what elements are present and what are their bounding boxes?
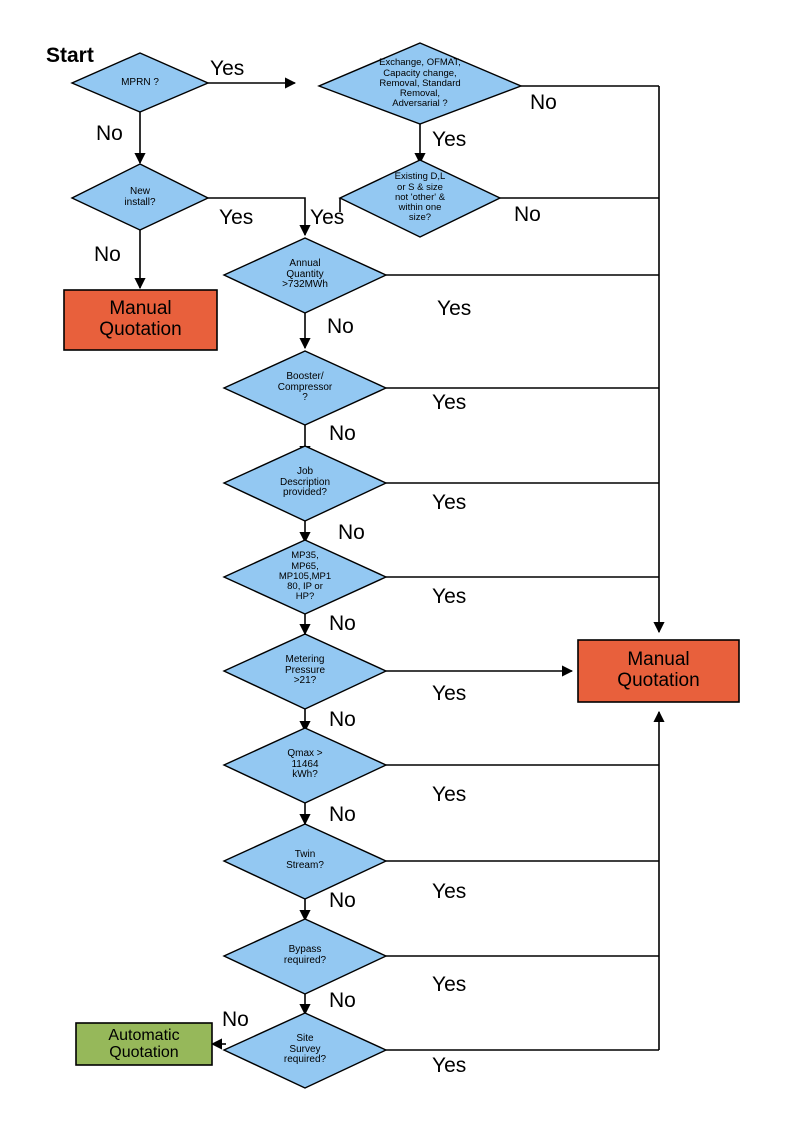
- connectors: [134, 77, 665, 1051]
- edge-label-twin-yes: Yes: [432, 880, 467, 903]
- shape-metering[interactable]: [222, 633, 388, 710]
- terminal-shapes: [63, 289, 740, 1066]
- edge-label-bypass-no: No: [329, 989, 356, 1012]
- edge-label-qmax-yes: Yes: [432, 783, 467, 806]
- shape-new-install[interactable]: [70, 163, 210, 231]
- shape-mprn[interactable]: [70, 52, 210, 113]
- decision-shapes: [70, 42, 523, 1089]
- shape-qmax[interactable]: [222, 727, 388, 804]
- edge-label-annual-yes: Yes: [437, 297, 472, 320]
- edge-label-booster-no: No: [329, 422, 356, 445]
- edge-label-annual-no: No: [327, 315, 354, 338]
- edge-label-newinstall-yes: Yes: [219, 206, 254, 229]
- edge-label-jobdesc-no: No: [338, 521, 365, 544]
- shape-annual[interactable]: [222, 237, 388, 314]
- edge-label-exchange-no: No: [530, 91, 557, 114]
- edge-label-booster-yes: Yes: [432, 391, 467, 414]
- edge-label-sitesurvey-no: No: [222, 1008, 249, 1031]
- edge-label-mprn-yes: Yes: [210, 57, 245, 80]
- edge-label-existing-yes: Yes: [310, 206, 345, 229]
- edge-label-sitesurvey-yes: Yes: [432, 1054, 467, 1077]
- shape-jobdesc[interactable]: [222, 445, 388, 522]
- edge-label-bypass-yes: Yes: [432, 973, 467, 996]
- edge-label-exchange-yes: Yes: [432, 128, 467, 151]
- edge-label-newinstall-no: No: [94, 243, 121, 266]
- edge-label-twin-no: No: [329, 889, 356, 912]
- edge-label-metering-yes: Yes: [432, 682, 467, 705]
- edge-label-mpclass-no: No: [329, 612, 356, 635]
- edge-label-mprn-no: No: [96, 122, 123, 145]
- edge-label-metering-no: No: [329, 708, 356, 731]
- shape-booster[interactable]: [222, 350, 388, 426]
- edge-newinstall-yes: [208, 197, 311, 237]
- edge-label-mpclass-yes: Yes: [432, 585, 467, 608]
- edge-label-existing-no: No: [514, 203, 541, 226]
- shape-sitesurvey[interactable]: [222, 1012, 388, 1089]
- edge-label-qmax-no: No: [329, 803, 356, 826]
- shape-manual-left[interactable]: [63, 289, 218, 351]
- shape-existing[interactable]: [338, 159, 502, 238]
- edge-label-jobdesc-yes: Yes: [432, 491, 467, 514]
- shape-mpclass[interactable]: [222, 539, 388, 615]
- start-label: Start: [46, 44, 94, 67]
- shape-bypass[interactable]: [222, 918, 388, 995]
- shape-twin[interactable]: [222, 823, 388, 900]
- shape-manual-right[interactable]: [577, 639, 740, 703]
- shape-automatic[interactable]: [75, 1022, 213, 1066]
- shape-exchange[interactable]: [317, 42, 523, 125]
